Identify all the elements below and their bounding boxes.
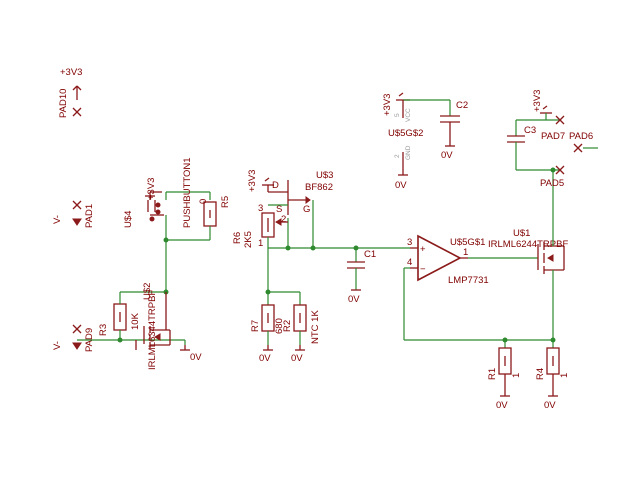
pad9-group: PAD9 V- [52,324,95,352]
opamp-name: U$5G$1 [450,237,485,248]
pad9-net-label: V- [52,341,63,350]
r7-resistor: R7 680 0V [250,304,285,364]
r1-pin: 1 [511,373,522,378]
pad6-label: PAD6 [569,131,593,142]
u5-gnd-label: GND [405,145,412,160]
pad10-supply-label: +3V3 [60,67,82,78]
u2-mosfet: U$2 IRLML6344TRPBF [135,283,171,370]
r4-pin: 1 [559,373,570,378]
r4-ground-label: 0V [544,400,556,411]
opamp-pin4: 4 [407,257,412,268]
r7-name: R7 [250,320,261,332]
u1-part-label: IRLML6244TRPBF [488,239,568,250]
u1-label: U$1 [513,228,530,239]
right-supply-group: +3V3 [516,90,560,121]
u3-gate-label: G [303,204,310,215]
r5-resistor: 0 R5 [198,196,231,227]
opamp-pin3: 3 [407,237,412,248]
u5-supply-label: +3V3 [382,94,393,116]
u3-supply-label: +3V3 [247,170,258,192]
c1-label: C1 [364,249,376,260]
u3-label: U$3 [316,170,333,181]
u3-jfet: +3V3 D U$3 BF862 S G [247,170,333,215]
r6-potentiometer: 3 2 1 R6 2K5 [232,203,288,249]
r6-pin1: 1 [258,238,263,249]
r5-name: R5 [220,196,231,208]
c1-ground-label: 0V [348,294,360,305]
u1-mosfet: U$1 IRLML6244TRPBF [488,228,568,274]
u2-ground-label: 0V [190,352,202,363]
r1-ground-label: 0V [496,400,508,411]
opamp-plus: + [420,244,426,255]
u3-part-label: BF862 [305,182,333,193]
r3-name: R3 [98,324,109,336]
pad10-group: +3V3 PAD10 [58,67,82,118]
pad7: PAD7 [541,115,565,142]
r2-ground-label: 0V [291,353,303,364]
r2-value: NTC 1K [310,310,321,344]
u5-power-unit: +3V3 5 VCC U$5G$2 2 GND 0V [382,92,450,191]
u5-gnd-pin: 2 [394,154,401,158]
c3-capacitor: C3 [507,120,536,170]
pad5: PAD5 [540,165,565,189]
pushbutton-group: +3V3 U$4 PUSHBUTTON1 [123,157,211,292]
u3-source-label: S [276,204,282,215]
r4-resistor: R4 1 0V [535,347,570,411]
r1-resistor: R1 1 0V [487,340,522,411]
r4-name: R4 [535,368,546,380]
r6-pin2: 2 [281,214,286,225]
r1-name: R1 [487,368,498,380]
r6-value: 2K5 [243,231,254,248]
r2-name: R2 [282,320,293,332]
u5-name: U$5G$2 [388,128,423,139]
pad5-label: PAD5 [540,178,564,189]
u2-label: U$2 [142,283,153,300]
u5-ground-label: 0V [395,180,407,191]
opamp-minus: − [420,264,426,275]
pad1-group: PAD1 V- [52,200,95,228]
u2-ground: 0V [180,340,202,363]
c2-capacitor: C2 0V [440,100,468,161]
u5-vcc-pin: 5 [394,113,401,117]
u4-label: U$4 [123,211,134,228]
r6-pin3: 3 [258,203,263,214]
u2-part-label: IRLML6344TRPBF [147,290,158,370]
pad1-label: PAD1 [84,204,95,228]
r7-ground-label: 0V [259,353,271,364]
pad7-label: PAD7 [541,131,565,142]
c2-ground-label: 0V [441,150,453,161]
c3-label: C3 [524,125,536,136]
pushbutton-supply-label: +3V3 [146,178,157,200]
r5-value: 0 [198,199,209,204]
r6-name: R6 [232,232,243,244]
r2-ntc-resistor: R2 NTC 1K 0V [282,304,321,364]
pad10-label: PAD10 [58,89,69,118]
opamp-part: LMP7731 [448,275,489,286]
pushbutton-label: PUSHBUTTON1 [182,157,193,228]
c1-capacitor: C1 0V [347,248,376,305]
pad6: PAD6 [569,131,598,153]
pad1-net-label: V- [52,215,63,224]
u5-vcc-label: VCC [405,108,412,122]
u3-drain-label: D [272,180,279,191]
c2-label: C2 [456,100,468,111]
r7-value: 680 [274,318,285,334]
r3-value: 10K [130,312,141,330]
opamp-pin1: 1 [463,247,468,258]
right-supply-label: +3V3 [532,90,543,112]
lmp7731-opamp: + − 3 4 1 U$5G$1 LMP7731 [407,234,489,286]
